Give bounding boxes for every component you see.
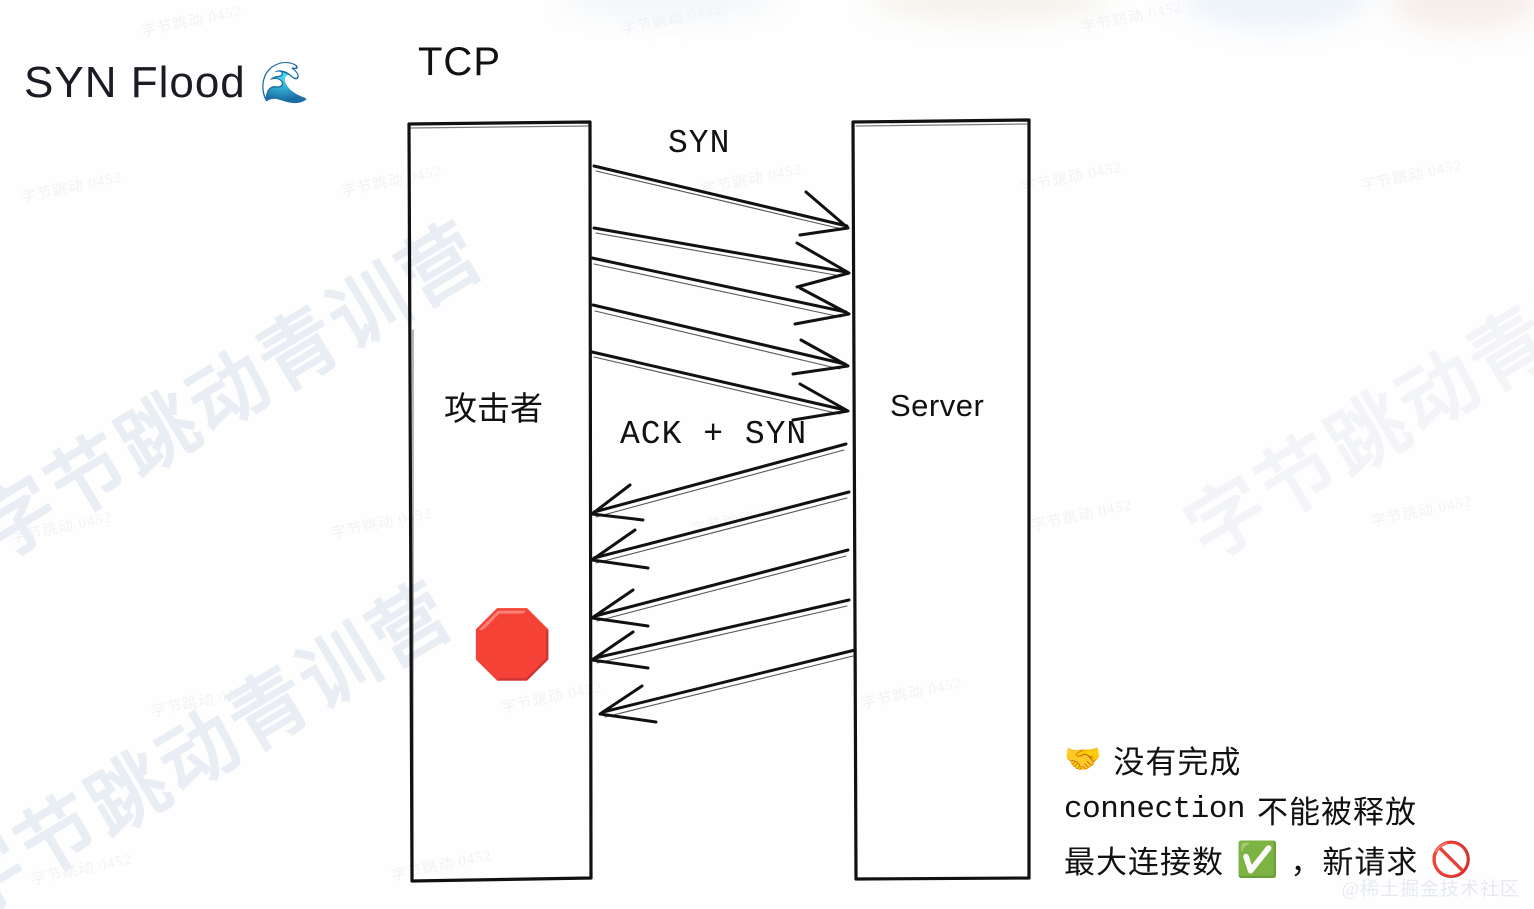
background-blob [560, 0, 780, 20]
note-line-3: 最大连接数 ✅ ，新请求 🚫 [1064, 837, 1526, 882]
protocol-label: TCP [418, 40, 501, 84]
syn-arrowhead [791, 382, 850, 422]
syn-arrow-sketch [595, 232, 842, 277]
acksyn-arrowhead [590, 528, 650, 570]
notes-block: 🤝 没有完成 connection 不能被释放 最大连接数 ✅ ，新请求 🚫 [1064, 737, 1526, 887]
wave-icon: 🌊 [259, 61, 310, 105]
acksyn-arrowhead [590, 483, 645, 522]
syn-label: SYN [668, 125, 731, 162]
stop-sign-icon: 🛑 [471, 607, 554, 681]
acksyn-arrow-group [590, 442, 857, 724]
slide-title: SYN Flood 🌊 [24, 58, 310, 108]
note-line-1-text: 没有完成 [1113, 745, 1242, 780]
syn-arrow-group [590, 164, 851, 422]
server-label: Server [890, 388, 985, 423]
syn-arrow [590, 256, 848, 314]
background-blob [870, 0, 1110, 22]
attacker-label: 攻击者 [444, 390, 543, 427]
syn-arrowhead [793, 286, 851, 326]
acksyn-arrow [592, 490, 851, 560]
slide-title-text: SYN Flood [24, 58, 246, 107]
acksyn-arrowhead [590, 630, 650, 670]
syn-arrow-sketch [594, 310, 841, 370]
syn-arrowhead [798, 190, 850, 237]
syn-arrowhead [791, 338, 850, 376]
acksyn-arrowhead [590, 588, 650, 628]
syn-arrow [591, 303, 847, 366]
attacker-box [407, 120, 593, 883]
acksyn-arrow-sketch [604, 655, 854, 718]
note-new-request-text: ，新请求 [1290, 845, 1419, 880]
acksyn-arrowhead [598, 684, 658, 724]
acksyn-arrow [593, 598, 851, 660]
acksyn-arrow-sketch [595, 449, 845, 518]
acksyn-arrow [601, 648, 857, 714]
attacker-box-sketch [410, 125, 589, 129]
note-line-2-text: 不能被释放 [1257, 795, 1418, 830]
check-mark-icon: ✅ [1236, 840, 1279, 879]
prohibited-icon: 🚫 [1430, 840, 1473, 879]
syn-arrowhead [795, 241, 851, 289]
acksyn-arrow [592, 442, 848, 514]
acksyn-arrow [593, 548, 850, 618]
acksyn-arrow-sketch [595, 497, 848, 564]
syn-arrow-sketch [593, 356, 841, 415]
syn-arrow-sketch [595, 170, 843, 230]
handshake-icon: 🤝 [1064, 742, 1102, 776]
syn-arrow-sketch [593, 263, 842, 318]
watermark-corner: @稀土掘金技术社区 [1341, 879, 1520, 900]
acksyn-arrow-sketch [596, 605, 848, 664]
syn-arrow [592, 226, 848, 274]
server-box-sketch [855, 123, 1028, 127]
note-max-connections-text: 最大连接数 [1064, 845, 1224, 880]
acksyn-arrow-sketch [596, 555, 847, 622]
note-connection-keyword: connection [1064, 792, 1246, 827]
syn-arrow [592, 164, 849, 228]
server-box [851, 118, 1031, 881]
syn-arrow [590, 350, 847, 412]
note-line-2: connection 不能被释放 [1064, 787, 1526, 832]
ack-syn-label: ACK + SYN [620, 416, 808, 453]
note-line-1: 🤝 没有完成 [1064, 737, 1526, 782]
